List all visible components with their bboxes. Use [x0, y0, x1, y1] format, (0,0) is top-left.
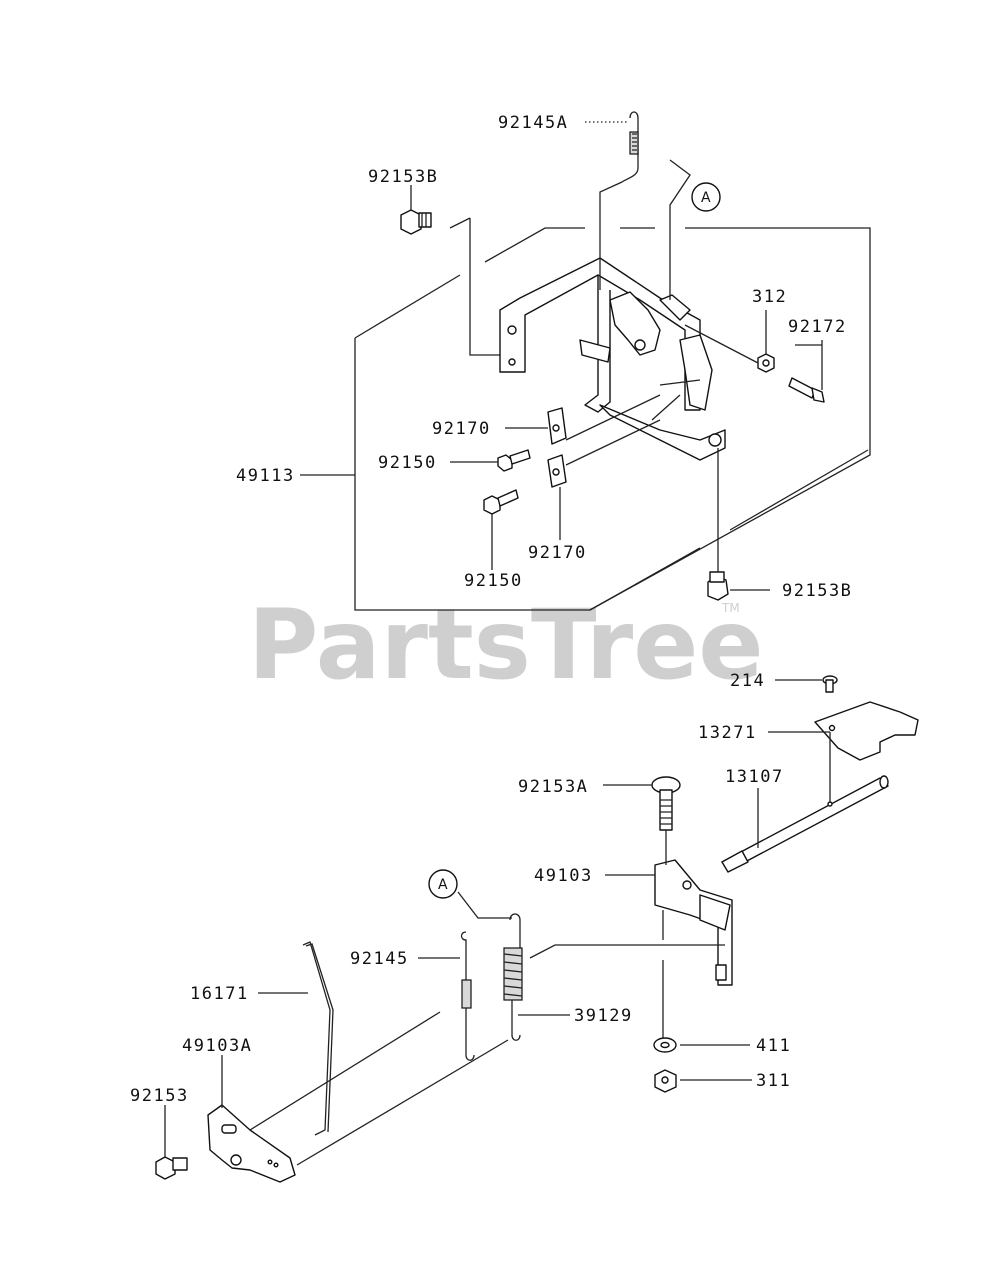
part-labels: 92145A 92153B 312 92172 92170 92150 4911…	[130, 113, 852, 1106]
bolt-92172	[788, 377, 825, 403]
label-39129: 39129	[574, 1006, 633, 1026]
label-16171: 16171	[190, 984, 249, 1004]
label-312: 312	[752, 287, 787, 307]
label-92172: 92172	[788, 317, 847, 337]
label-311: 311	[756, 1071, 791, 1091]
bolt-92150-b	[483, 489, 519, 515]
svg-text:A: A	[438, 877, 448, 893]
leaders-bottom	[164, 679, 831, 1166]
screw-214	[822, 675, 838, 693]
label-92153A: 92153A	[518, 777, 588, 797]
clip-92170-upper	[547, 407, 567, 445]
bolt-92153A	[651, 776, 681, 831]
ref-marker-a-top: A	[691, 182, 721, 212]
plate-13271	[814, 701, 919, 761]
rod-16171	[302, 941, 334, 1136]
spring-92145A	[599, 111, 639, 290]
lever-49103A	[207, 1104, 296, 1183]
label-13107: 13107	[725, 767, 784, 787]
label-92150-a: 92150	[378, 453, 437, 473]
nut-312	[757, 353, 775, 373]
ref-marker-a-bottom: A	[428, 869, 458, 899]
label-92145: 92145	[350, 949, 409, 969]
assembly-outline-49113	[354, 217, 871, 611]
label-411: 411	[756, 1036, 791, 1056]
label-92153B-bottom: 92153B	[782, 581, 852, 601]
label-92170-upper: 92170	[432, 419, 491, 439]
bolt-92153B-top	[400, 209, 432, 235]
label-214: 214	[730, 671, 765, 691]
label-92153: 92153	[130, 1086, 189, 1106]
watermark: PartsTree	[248, 589, 763, 701]
shaft-13107	[721, 775, 889, 873]
watermark-tm: TM	[721, 601, 740, 615]
clip-92170-lower	[547, 454, 567, 488]
spring-92145	[460, 931, 475, 1061]
label-13271: 13271	[698, 723, 757, 743]
label-49103: 49103	[534, 866, 593, 886]
spring-39129	[503, 913, 523, 1041]
label-92150-b: 92150	[464, 571, 523, 591]
bolt-92150-a	[497, 449, 531, 472]
label-92153B-top: 92153B	[368, 167, 438, 187]
nut-311	[654, 1069, 677, 1093]
svg-text:A: A	[701, 190, 711, 206]
lever-plate	[599, 291, 726, 461]
label-49113: 49113	[236, 466, 295, 486]
leaders-top	[300, 121, 823, 591]
bracket-49103	[654, 859, 733, 986]
label-92170-lower: 92170	[528, 543, 587, 563]
label-92145A: 92145A	[498, 113, 568, 133]
bolt-92153B-bottom	[707, 571, 729, 601]
washer-411	[653, 1037, 677, 1053]
label-49103A: 49103A	[182, 1036, 252, 1056]
bolt-92153	[155, 1156, 188, 1180]
control-bracket	[499, 257, 701, 413]
